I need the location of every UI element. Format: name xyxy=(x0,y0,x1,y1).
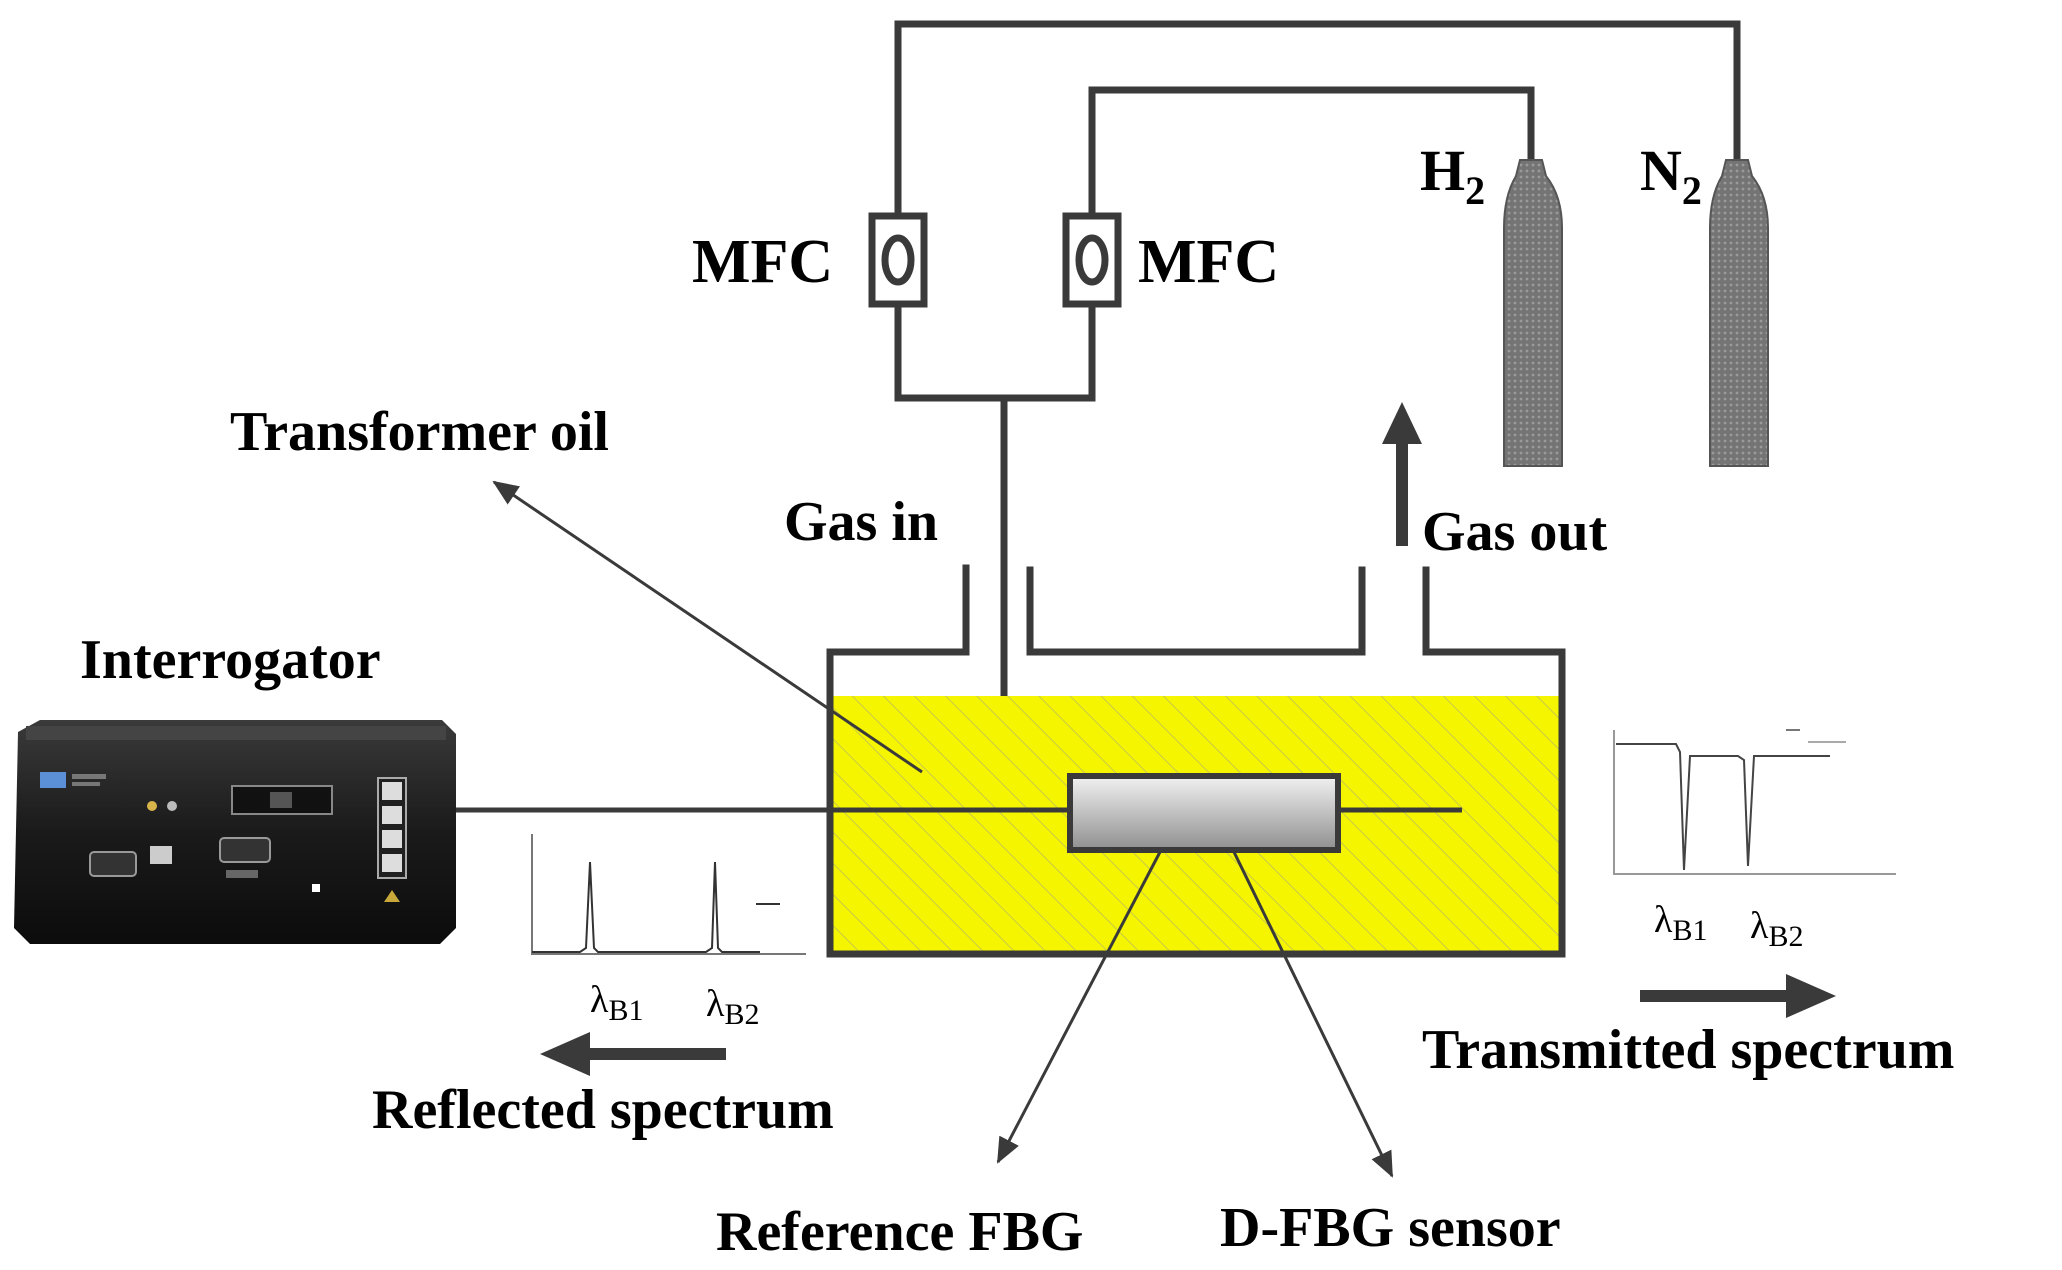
transmitted-dip2-label: λB2 xyxy=(1750,905,1803,953)
gas-out-arrow xyxy=(1382,402,1422,546)
gas-piping xyxy=(894,20,1741,772)
transmitted-spectrum-trace xyxy=(1616,743,1830,871)
oil-tank xyxy=(436,564,1566,958)
h2-cylinder xyxy=(1503,159,1563,467)
interrogator-device-icon xyxy=(14,720,456,944)
n2-label: N2 xyxy=(1640,138,1702,213)
reflected-peak2-label: λB2 xyxy=(706,983,759,1031)
reference-fbg-pointer xyxy=(996,851,1162,1164)
mfc-left-label: MFC xyxy=(692,228,833,296)
gas-cylinder-icon xyxy=(1503,159,1563,467)
mfc-valve-right xyxy=(1062,212,1122,308)
mass-flow-controller-icon xyxy=(881,234,915,286)
n2-cylinder xyxy=(1709,159,1769,467)
reflected-peak1-label: λB1 xyxy=(590,979,643,1027)
interrogator-label: Interrogator xyxy=(80,629,381,691)
dfbg-sensor-label: D-FBG sensor xyxy=(1220,1197,1561,1259)
transmitted-arrow xyxy=(1640,974,1836,1018)
mfc-valve-left xyxy=(868,212,928,308)
reflected-arrow xyxy=(540,1032,726,1076)
fbg-package xyxy=(1067,773,1341,853)
transformer-oil-label: Transformer oil xyxy=(230,401,609,463)
reflected-more-marker: -- xyxy=(752,881,769,910)
gas-in-label: Gas in xyxy=(784,491,938,553)
reflected-spectrum-axes xyxy=(531,834,806,955)
transmitted-spectrum-axes xyxy=(1613,730,1896,875)
transmitted-spectrum-plot: λB1 λB2 xyxy=(1613,729,1896,953)
reflected-spectrum-plot: λB1 λB2 xyxy=(531,834,806,1031)
transmitted-spectrum-label: Transmitted spectrum xyxy=(1422,1019,1954,1081)
dfbg-sensor-pointer xyxy=(1232,851,1394,1178)
gas-cylinder-icon xyxy=(1709,159,1769,467)
mfc-right-label: MFC xyxy=(1138,228,1279,296)
reflected-spectrum-trace xyxy=(532,861,760,953)
reference-fbg-label: Reference FBG xyxy=(716,1201,1083,1263)
transmitted-more-marker: -- xyxy=(1786,711,1803,740)
gas-out-label: Gas out xyxy=(1422,501,1607,563)
h2-label: H2 xyxy=(1420,138,1485,213)
transformer-oil-pointer xyxy=(492,480,923,774)
reflected-spectrum-label: Reflected spectrum xyxy=(372,1079,834,1141)
mass-flow-controller-icon xyxy=(1075,234,1109,286)
transmitted-dip1-label: λB1 xyxy=(1654,899,1707,947)
